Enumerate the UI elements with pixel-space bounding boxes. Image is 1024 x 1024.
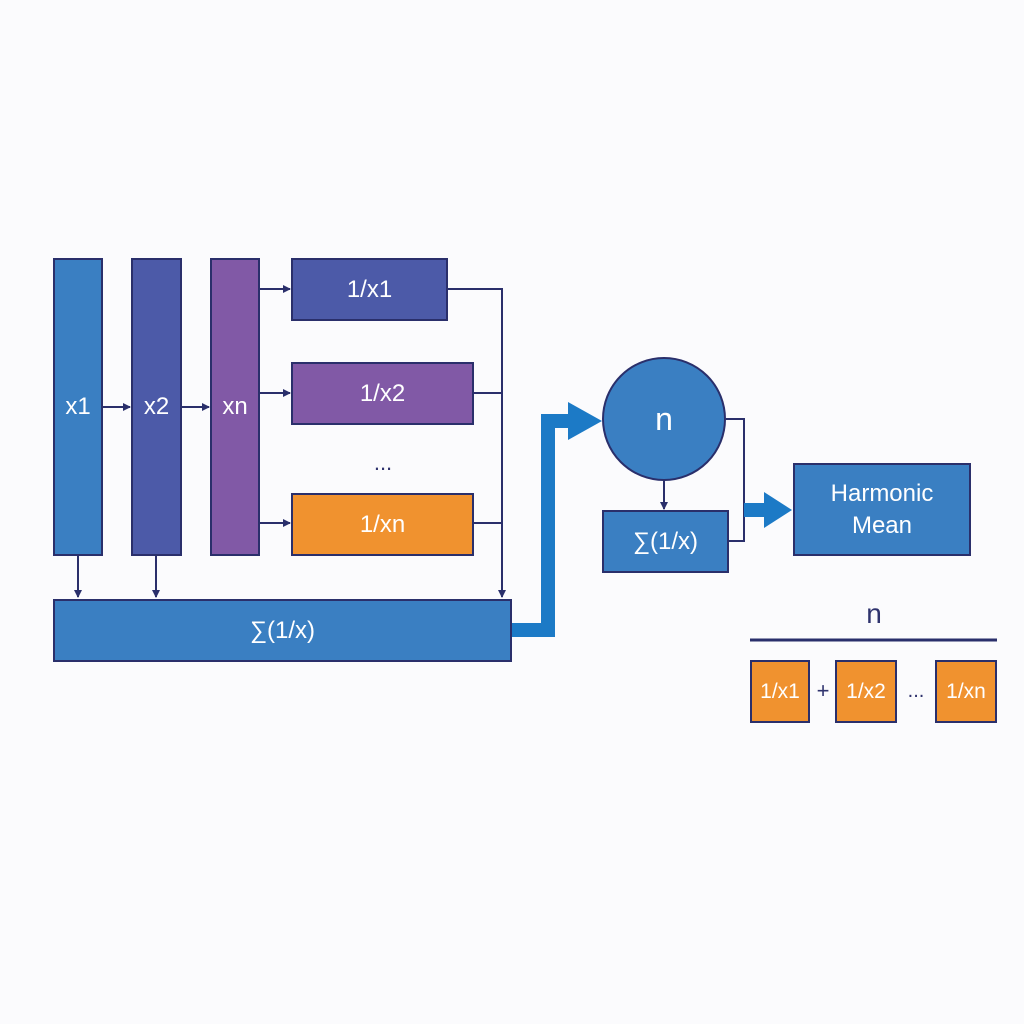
formula-term-n-label: 1/xn <box>946 679 986 703</box>
input-x1-label: x1 <box>65 393 91 420</box>
sum-box-label: ∑(1/x) <box>632 527 699 555</box>
reciprocal-ellipsis: ... <box>350 448 416 478</box>
sum-box: ∑(1/x) <box>602 510 729 573</box>
reciprocal-2-box: 1/x2 <box>291 362 474 425</box>
formula-term-1: 1/x1 <box>750 660 810 723</box>
input-x2-box: x2 <box>131 258 182 556</box>
formula-term-2-label: 1/x2 <box>846 679 886 703</box>
reciprocal-1-label: 1/x1 <box>346 275 393 303</box>
formula-term-1-label: 1/x1 <box>760 679 800 703</box>
sum-bar-label: ∑(1/x) <box>249 616 316 644</box>
formula-plus-text: + <box>816 678 830 703</box>
count-node-label: n <box>655 400 673 437</box>
reciprocal-1-box: 1/x1 <box>291 258 448 321</box>
input-xn-label: xn <box>222 393 248 420</box>
reciprocal-n-label: 1/xn <box>359 510 406 538</box>
harmonic-mean-line1: Harmonic <box>830 479 934 507</box>
formula-ellipsis-text: ... <box>907 679 925 702</box>
thick-arrowhead-sum-to-n <box>568 402 602 440</box>
thick-arrowhead-to-result <box>764 492 792 528</box>
input-x1-box: x1 <box>53 258 103 556</box>
harmonic-mean-box: Harmonic Mean <box>793 463 971 556</box>
reciprocal-n-box: 1/xn <box>291 493 474 556</box>
formula-ellipsis: ... <box>897 676 935 706</box>
input-x2-label: x2 <box>143 393 170 420</box>
input-xn-box: xn <box>210 258 260 556</box>
line-r1-to-bus <box>448 288 506 598</box>
reciprocal-ellipsis-text: ... <box>373 450 393 475</box>
harmonic-mean-line2: Mean <box>851 511 913 539</box>
count-node: n <box>602 357 726 481</box>
formula-term-2: 1/x2 <box>835 660 897 723</box>
formula-term-n: 1/xn <box>935 660 997 723</box>
bracket-n <box>726 418 745 510</box>
formula-numerator: n <box>844 596 904 632</box>
reciprocal-2-label: 1/x2 <box>359 379 406 407</box>
thick-arrow-sum-to-n <box>512 414 574 637</box>
sum-bar: ∑(1/x) <box>53 599 512 662</box>
bracket-sum <box>729 505 745 542</box>
formula-plus: + <box>811 676 835 706</box>
formula-numerator-text: n <box>866 598 882 629</box>
